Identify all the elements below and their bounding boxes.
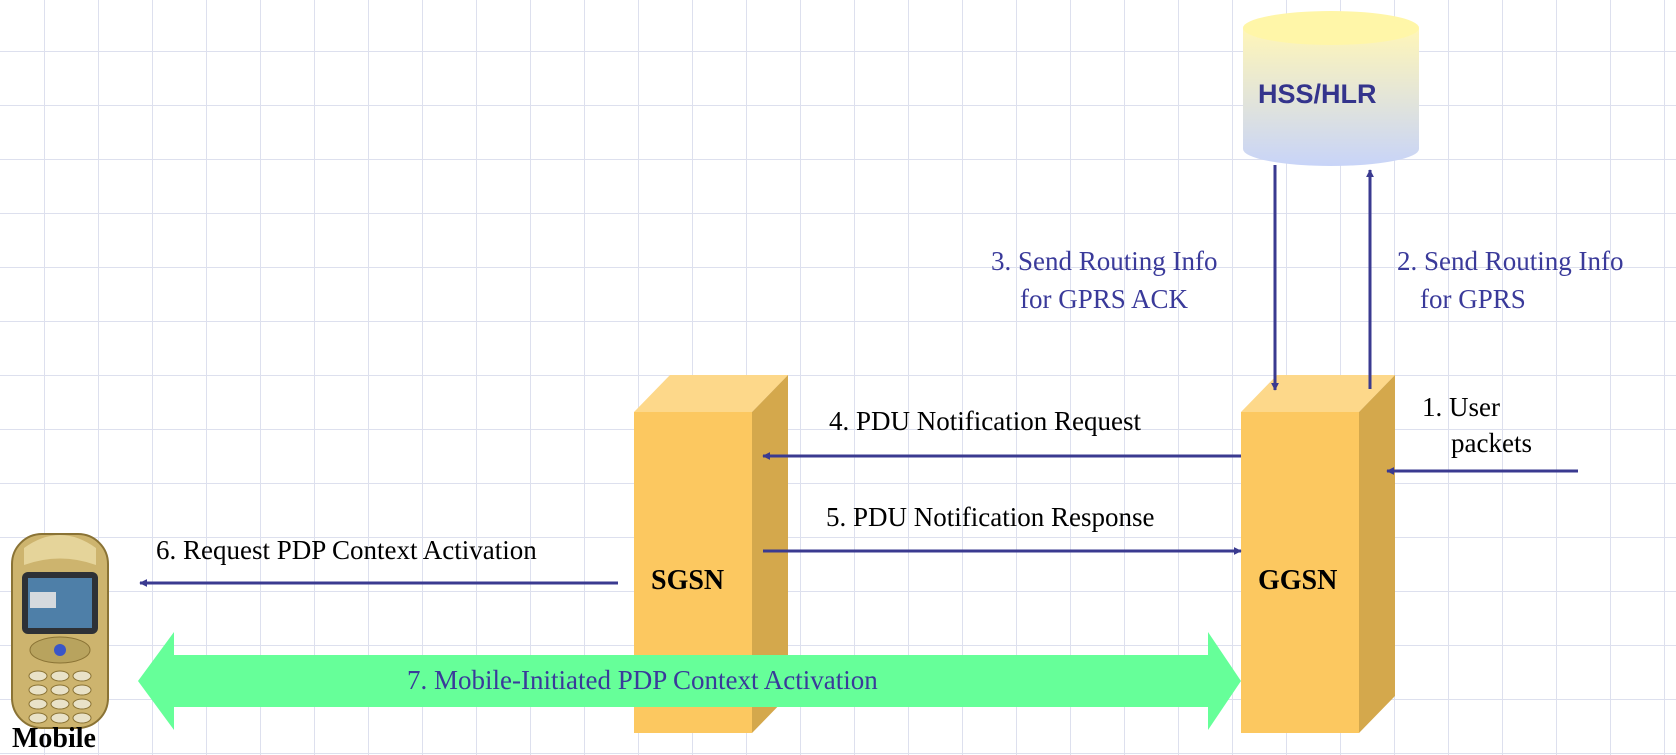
message-2-line-2: for GPRS	[1420, 284, 1526, 314]
sgsn-label: SGSN	[651, 565, 725, 596]
mobile-phone-icon	[11, 533, 109, 729]
mobile-label: Mobile	[12, 723, 96, 754]
message-5-label: 5. PDU Notification Response	[826, 502, 1155, 532]
message-3-line-2: for GPRS ACK	[1020, 284, 1189, 314]
ggsn-block	[1241, 375, 1395, 733]
activation-double-arrow	[138, 632, 1241, 730]
message-3-line-1: 3. Send Routing Info	[991, 246, 1218, 276]
message-2-line-1: 2. Send Routing Info	[1397, 246, 1624, 276]
ggsn-label: GGSN	[1258, 565, 1338, 596]
message-1-line-2: packets	[1451, 428, 1532, 458]
hss-hlr-label: HSS/HLR	[1258, 79, 1377, 109]
hss-database	[1243, 11, 1419, 166]
message-7-label: 7. Mobile-Initiated PDP Context Activati…	[407, 665, 878, 695]
message-1-line-1: 1. User	[1422, 392, 1500, 422]
message-6-label: 6. Request PDP Context Activation	[156, 535, 537, 565]
message-4-label: 4. PDU Notification Request	[829, 406, 1141, 436]
